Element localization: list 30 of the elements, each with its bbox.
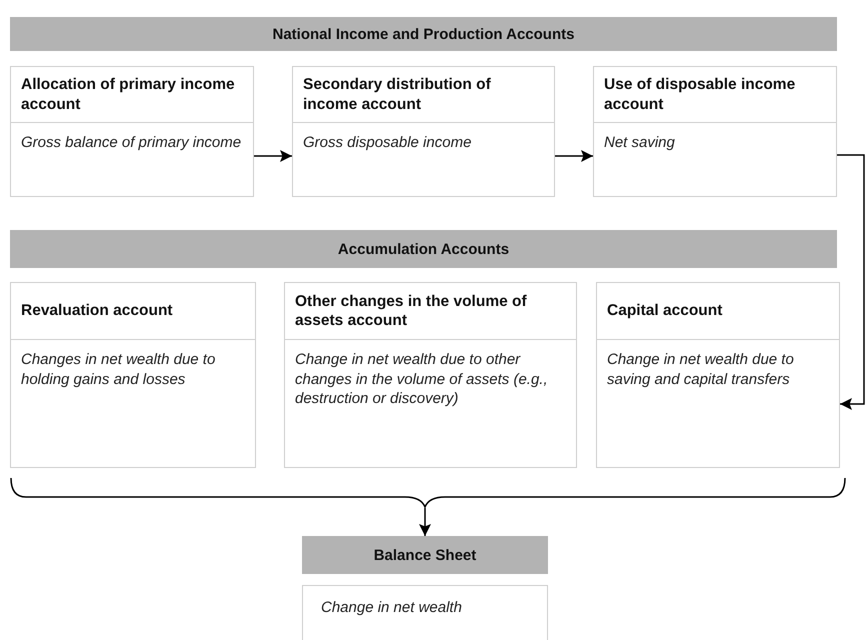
section-title: Balance Sheet bbox=[374, 546, 476, 564]
section-title: Accumulation Accounts bbox=[338, 240, 510, 258]
section-header-band bbox=[10, 17, 837, 51]
result-description: Change in net wealth bbox=[320, 598, 463, 618]
section-header-band bbox=[302, 536, 548, 574]
connector-arrow bbox=[555, 150, 593, 162]
account-description: Gross disposable income bbox=[302, 133, 472, 152]
account-box bbox=[10, 282, 256, 468]
account-box bbox=[284, 282, 577, 468]
section-header-band bbox=[10, 230, 837, 268]
account-title: Secondary distribution of income account bbox=[303, 75, 492, 114]
account-description: Net saving bbox=[603, 133, 676, 152]
section-title: National Income and Production Accounts bbox=[272, 26, 574, 42]
connector-arrow bbox=[254, 150, 292, 162]
account-description: Change in net wealth due to saving and capital transfers bbox=[606, 350, 795, 389]
account-box bbox=[292, 66, 555, 197]
account-box bbox=[10, 66, 254, 197]
account-title: Other changes in the volume of assets account bbox=[295, 292, 528, 330]
account-box bbox=[596, 282, 840, 468]
account-description: Changes in net wealth due to holding gains and losses bbox=[20, 350, 216, 389]
account-title: Allocation of primary income account bbox=[21, 75, 236, 114]
account-title: Capital account bbox=[607, 301, 722, 321]
account-description: Gross balance of primary income bbox=[20, 133, 242, 152]
account-description: Change in net wealth due to other changes in the volume of assets (e.g., destruction or discovery) bbox=[294, 350, 549, 408]
account-box bbox=[593, 66, 837, 197]
account-title: Revaluation account bbox=[21, 301, 173, 321]
connector-arrow bbox=[837, 154, 865, 410]
result-box bbox=[302, 585, 548, 640]
account-title: Use of disposable income account bbox=[604, 75, 796, 114]
connector-arrow bbox=[419, 508, 431, 536]
